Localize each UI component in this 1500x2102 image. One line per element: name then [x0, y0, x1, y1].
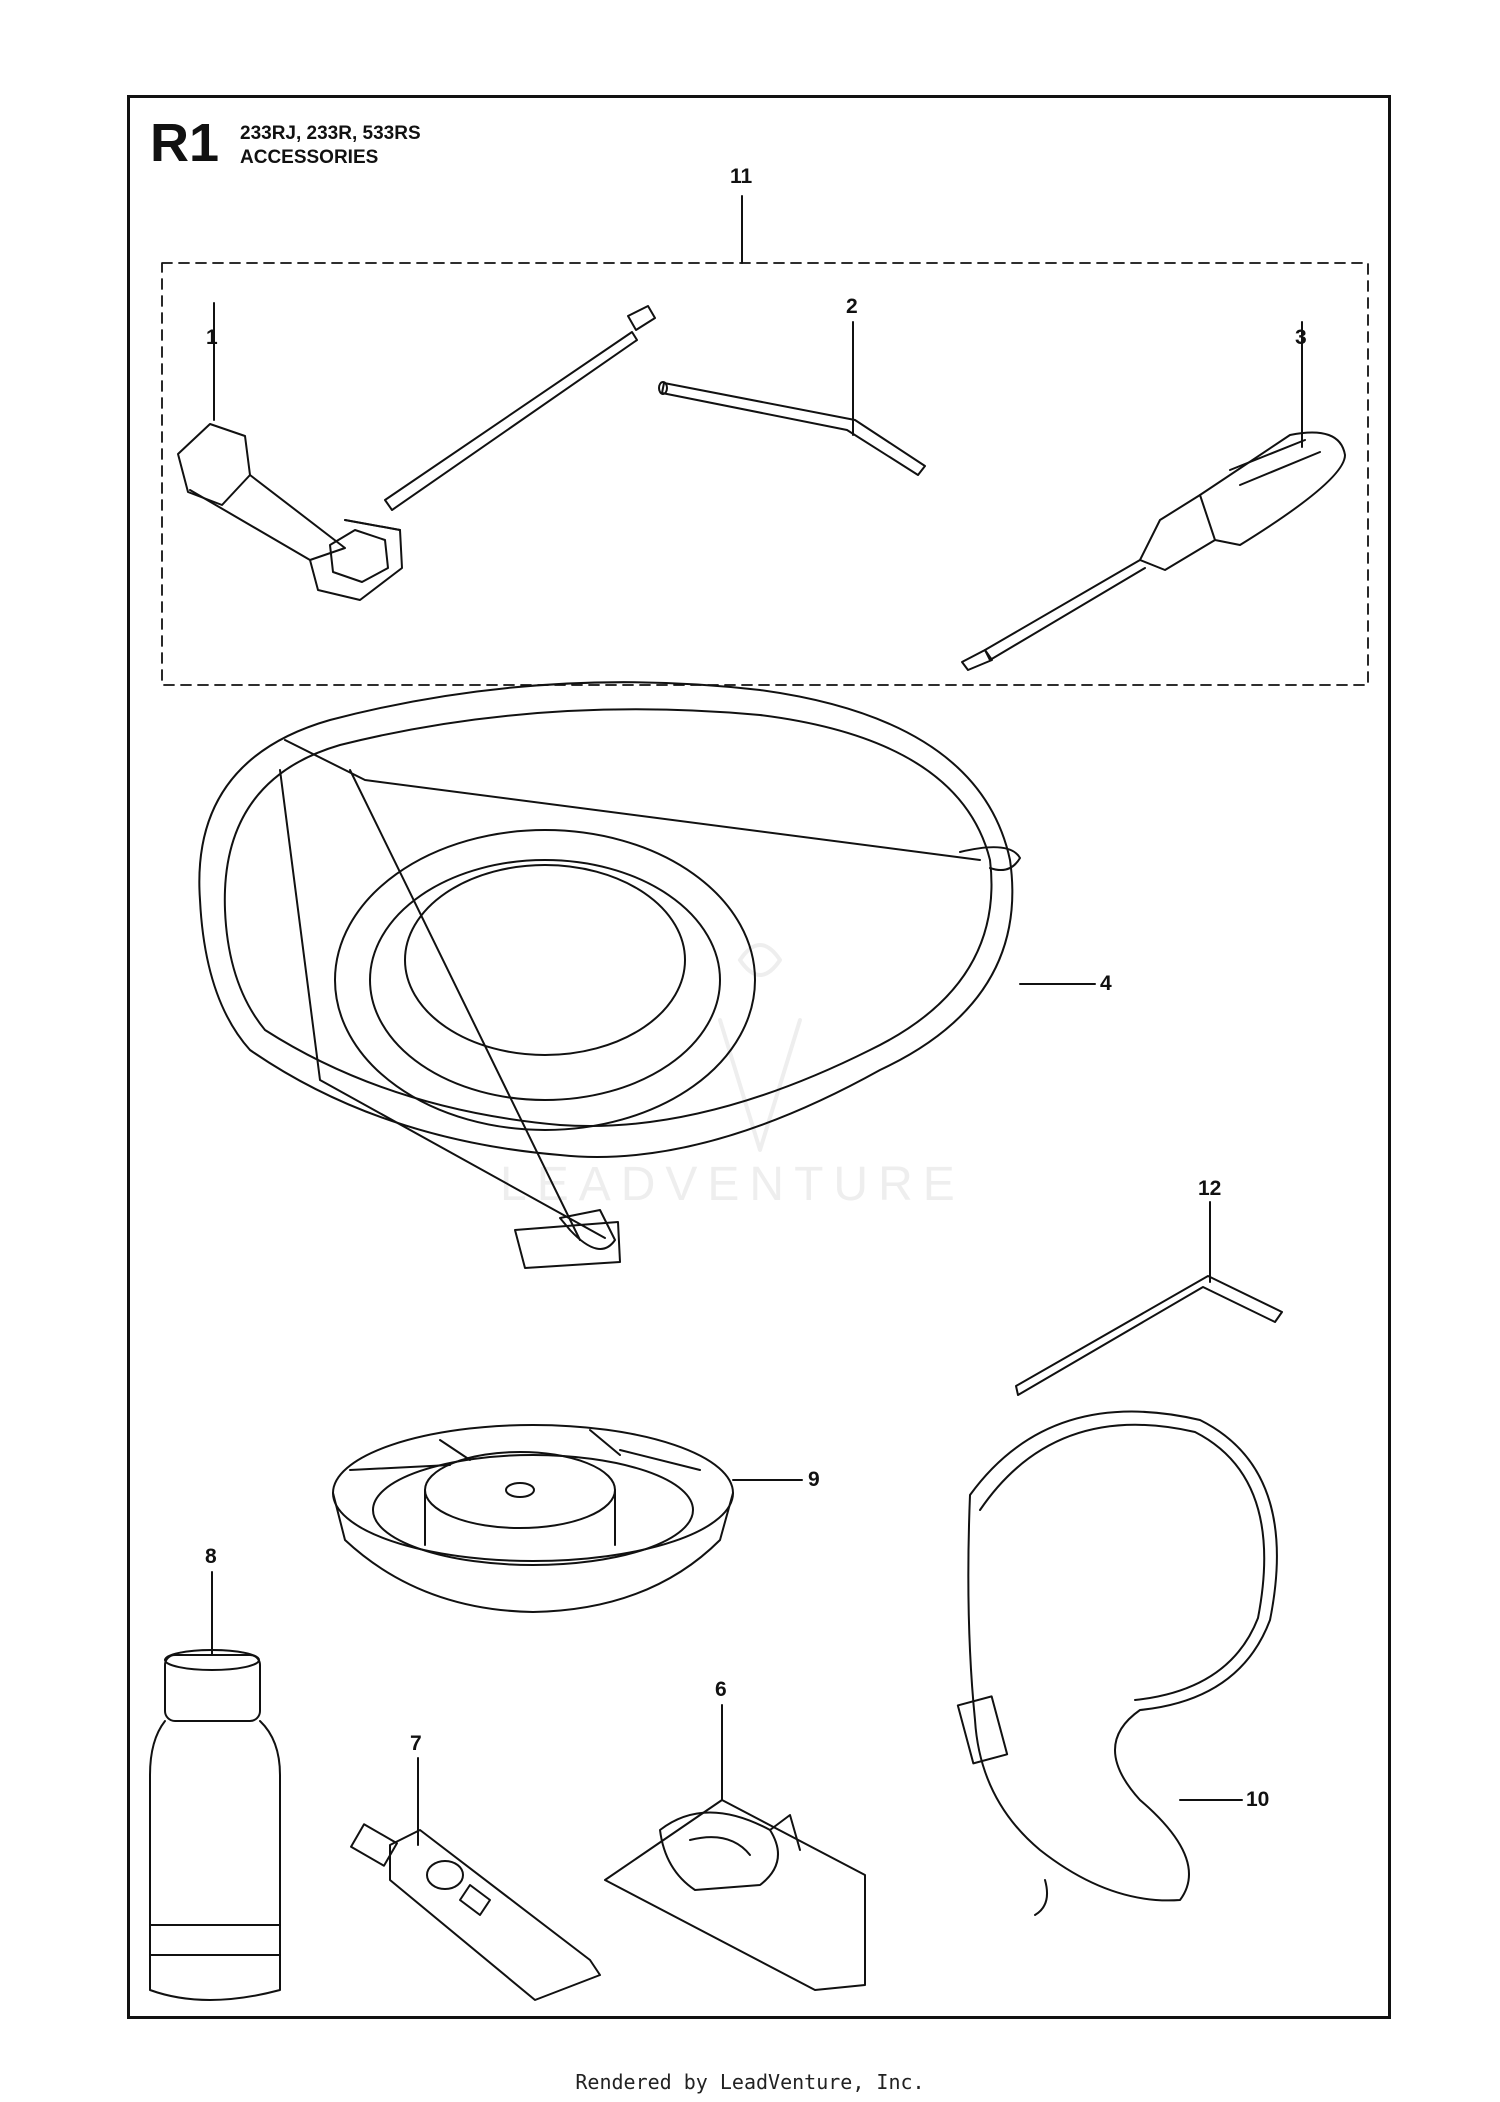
model-numbers: 233RJ, 233R, 533RS: [240, 123, 421, 144]
section-code: R1: [150, 113, 220, 173]
screwdriver-part: [961, 321, 1346, 671]
hex-key-small-part: [1015, 1201, 1283, 1396]
manual-pouch-part: [604, 1704, 866, 1991]
callout-11: 11: [730, 165, 753, 188]
spool-part: [332, 1424, 803, 1613]
kit-group-outline: [161, 262, 1369, 686]
oil-bottle-part: [149, 1571, 281, 2001]
rendered-by-footer: Rendered by LeadVenture, Inc.: [575, 2070, 925, 2094]
carrying-strap-part: [956, 1410, 1278, 1916]
callout-2: 2: [846, 295, 858, 318]
grease-tube-part: [350, 1757, 601, 2001]
callout-6: 6: [715, 1678, 727, 1701]
callout-10: 10: [1246, 1788, 1270, 1811]
svg-text:LEADVENTURE: LEADVENTURE: [500, 1158, 965, 1211]
diagram-frame: [127, 95, 1391, 2019]
hex-key-part: [658, 321, 926, 476]
leadventure-watermark: LEADVENTURE: [500, 943, 965, 1211]
callout-9: 9: [808, 1468, 820, 1491]
combination-spanner-part: [177, 302, 656, 601]
model-list: 233RJ, 233R, 533RS ACCESSORIES: [240, 122, 421, 170]
callout-4: 4: [1100, 972, 1112, 995]
callout-12: 12: [1198, 1177, 1222, 1200]
callout-3: 3: [1295, 326, 1307, 349]
callout-1: 1: [206, 326, 218, 349]
callout-7: 7: [410, 1732, 422, 1755]
harness-plate-part: [198, 681, 1096, 1269]
section-title: ACCESSORIES: [240, 147, 379, 168]
callout-8: 8: [205, 1545, 217, 1568]
